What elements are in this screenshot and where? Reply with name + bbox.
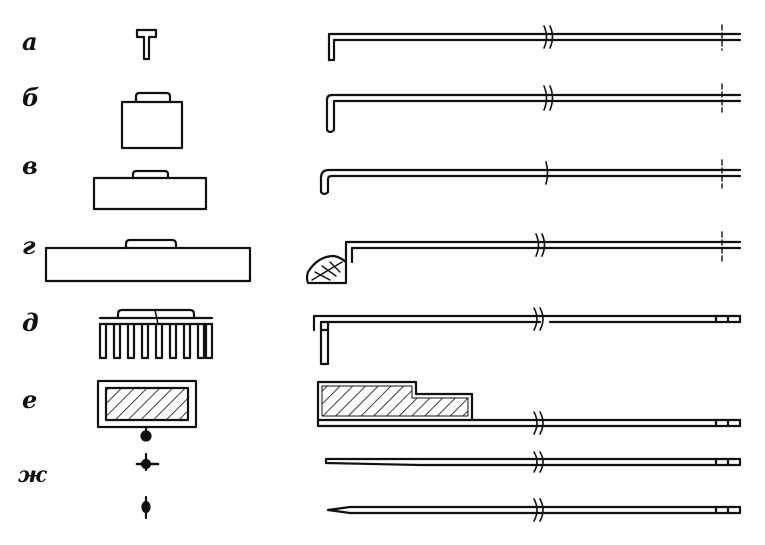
row-e-side-view <box>316 380 742 435</box>
row-d-side-view <box>312 307 742 366</box>
row-a-front-view <box>135 28 158 61</box>
row-zh-side-view-2 <box>326 498 742 522</box>
row-v-side-view <box>319 159 742 196</box>
row-e-front-view <box>96 379 198 442</box>
row-label-v: в <box>22 151 38 180</box>
row-label-d: д <box>22 308 39 337</box>
row-label-g: г <box>22 231 36 260</box>
row-d-front-view <box>98 308 214 360</box>
row-label-b: б <box>22 83 40 112</box>
row-label-a: а <box>22 27 38 56</box>
row-b-side-view <box>325 83 742 134</box>
row-b-front-view <box>120 91 184 150</box>
row-zh-front-view-2 <box>141 495 151 520</box>
row-label-zh: ж <box>18 462 47 488</box>
row-g-front-view <box>44 238 252 283</box>
row-g-side-view <box>305 231 742 285</box>
row-zh-side-view-1 <box>324 451 742 473</box>
row-zh-front-view-1 <box>135 452 160 472</box>
row-label-e: е <box>22 385 38 414</box>
row-v-front-view <box>92 169 208 211</box>
row-a-side-view <box>327 24 742 62</box>
